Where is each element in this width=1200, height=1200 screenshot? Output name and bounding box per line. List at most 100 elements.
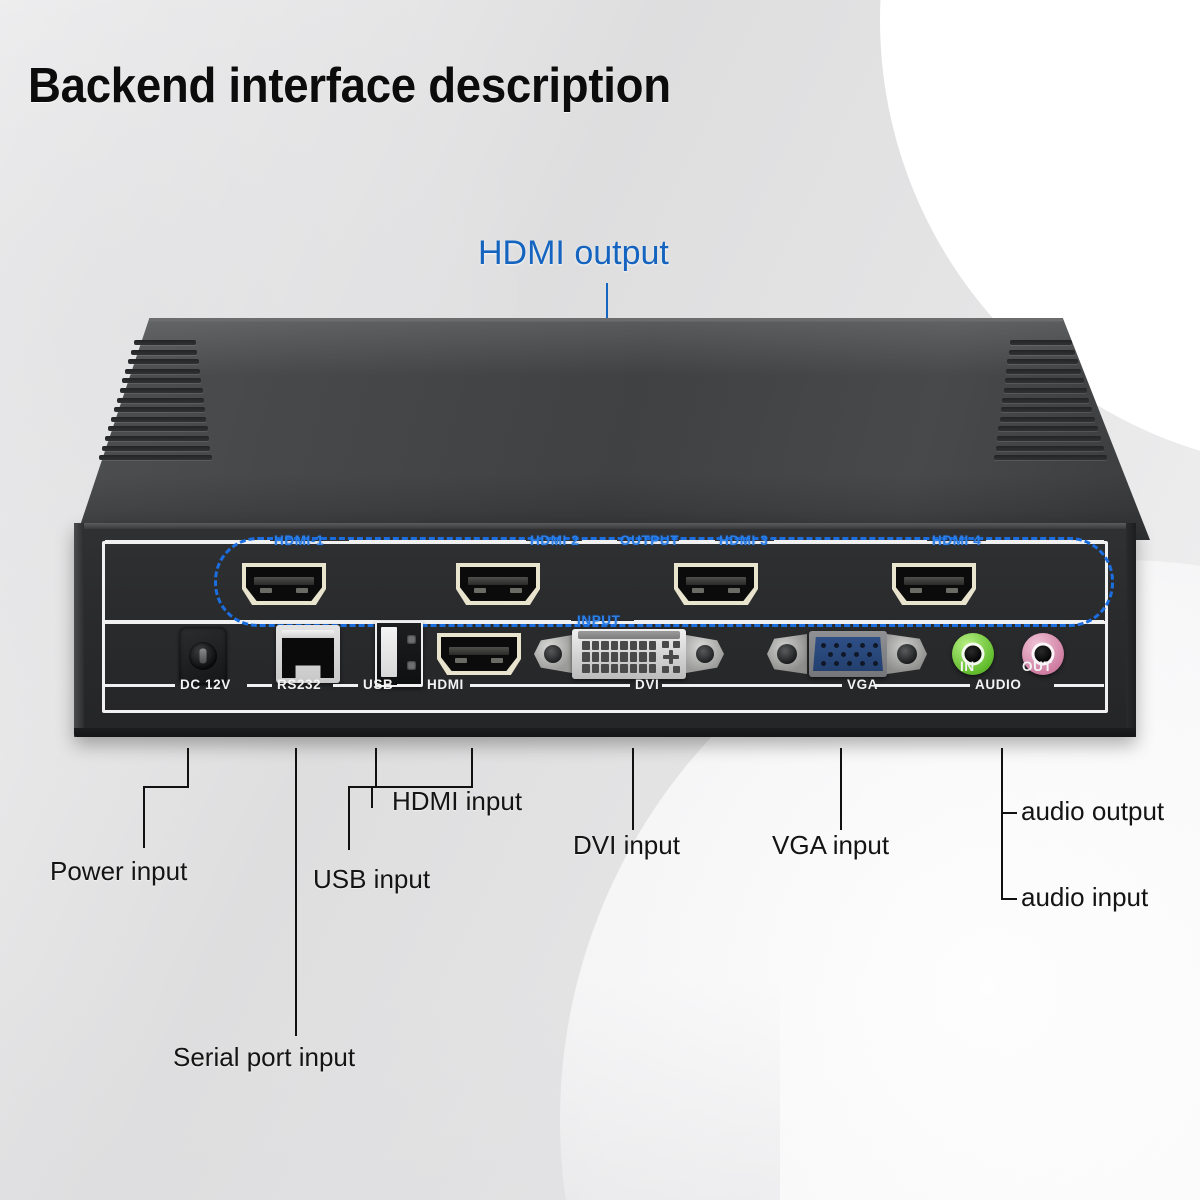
panel-bottom-edge bbox=[74, 728, 1136, 737]
port-label-dvi: DVI bbox=[635, 677, 660, 692]
usb-hole bbox=[407, 635, 416, 644]
barrel-pin bbox=[199, 648, 207, 664]
vga-pin bbox=[860, 643, 865, 648]
port-label-hdmi-3: HDMI 3 bbox=[719, 533, 769, 548]
page-title: Backend interface description bbox=[28, 59, 671, 113]
screw-head bbox=[777, 644, 797, 664]
silk-track-seg bbox=[1054, 684, 1104, 687]
callout-dvi-input: DVI input bbox=[573, 830, 680, 860]
silk-track-seg bbox=[582, 540, 617, 543]
silk-track-seg bbox=[349, 540, 526, 543]
leader-usb-v1 bbox=[375, 748, 377, 786]
port-hdmi-1[interactable] bbox=[242, 563, 326, 605]
usb-blade bbox=[381, 627, 397, 677]
dvi-screw-post-left bbox=[534, 635, 572, 673]
vga-pin bbox=[860, 661, 865, 666]
port-hdmi-input[interactable] bbox=[437, 633, 521, 675]
vent-slot bbox=[116, 397, 204, 403]
dvi-pin bbox=[591, 663, 599, 673]
screw-head bbox=[696, 645, 714, 663]
port-nub bbox=[260, 588, 272, 593]
dvi-pin bbox=[629, 652, 637, 662]
silk-track-seg bbox=[986, 540, 1104, 543]
vga-pin bbox=[834, 661, 839, 666]
callout-vga-input: VGA input bbox=[772, 830, 890, 860]
vga-pin bbox=[834, 643, 839, 648]
dvi-pin bbox=[620, 652, 628, 662]
silk-track-seg bbox=[470, 684, 630, 687]
vent-slot bbox=[110, 416, 207, 422]
callout-serial-port-input: Serial port input bbox=[173, 1042, 356, 1072]
dvi-pin bbox=[639, 641, 647, 651]
port-label-hdmi-2: HDMI 2 bbox=[530, 533, 580, 548]
port-label-hdmi-in: HDMI bbox=[427, 677, 464, 692]
port-audio-in[interactable] bbox=[952, 633, 994, 675]
vent-slot bbox=[1007, 359, 1078, 365]
rear-panel-face: HDMI-1 HDMI 2 OUTPUT HDMI 3 HDMI 4 INPUT bbox=[74, 523, 1136, 737]
dvi-pin bbox=[610, 652, 618, 662]
port-nub bbox=[946, 588, 958, 593]
leader-hdmi-v1 bbox=[471, 748, 473, 786]
port-rs232-rj45[interactable] bbox=[276, 625, 340, 683]
dvi-pin bbox=[582, 663, 590, 673]
port-dvi[interactable] bbox=[534, 629, 724, 679]
dvi-pin bbox=[648, 652, 656, 662]
vent-slot bbox=[994, 455, 1107, 461]
vent-slot bbox=[1010, 340, 1072, 345]
callout-power-input: Power input bbox=[50, 856, 188, 886]
screw-head bbox=[897, 644, 917, 664]
group-label-input: INPUT bbox=[577, 613, 621, 628]
port-nub bbox=[510, 588, 522, 593]
port-hdmi-3[interactable] bbox=[674, 563, 758, 605]
leader-serial-v bbox=[295, 748, 297, 1036]
port-label-audio-group: AUDIO bbox=[975, 677, 1022, 692]
dvi-pin bbox=[639, 663, 647, 673]
vent-slot bbox=[128, 359, 199, 365]
silk-track-seg bbox=[333, 684, 358, 687]
port-label-audio-in: IN bbox=[960, 659, 975, 674]
port-usb-a[interactable] bbox=[375, 621, 423, 687]
silk-track-seg bbox=[679, 540, 715, 543]
port-dc-power[interactable] bbox=[179, 627, 227, 685]
vent-slot bbox=[122, 378, 202, 384]
dvi-pin bbox=[639, 652, 647, 662]
vent-slot bbox=[1006, 368, 1081, 374]
vent-slot bbox=[1000, 407, 1093, 413]
vent-slot bbox=[113, 407, 206, 413]
background-bottom-shade bbox=[0, 980, 780, 1200]
port-label-rs232: RS232 bbox=[277, 677, 322, 692]
port-hdmi-2[interactable] bbox=[456, 563, 540, 605]
port-nub bbox=[455, 658, 467, 663]
vent-slot bbox=[105, 436, 209, 441]
vga-pin bbox=[847, 643, 852, 648]
port-tongue bbox=[254, 577, 314, 585]
leader-dvi-v bbox=[632, 748, 634, 830]
port-nub bbox=[491, 658, 503, 663]
vga-screw-post-right bbox=[887, 634, 927, 674]
port-vga[interactable] bbox=[767, 629, 927, 679]
dvi-pin bbox=[648, 641, 656, 651]
port-hdmi-4[interactable] bbox=[892, 563, 976, 605]
silk-track-seg bbox=[875, 684, 970, 687]
device-chassis: HDMI-1 HDMI 2 OUTPUT HDMI 3 HDMI 4 INPUT bbox=[60, 318, 1150, 748]
port-audio-out[interactable] bbox=[1022, 633, 1064, 675]
silk-track-seg bbox=[634, 620, 1104, 623]
vga-pin bbox=[873, 661, 878, 666]
vent-slot bbox=[997, 436, 1101, 441]
port-label-vga: VGA bbox=[847, 677, 879, 692]
callout-hdmi-input: HDMI input bbox=[392, 786, 523, 816]
leader-vga-v bbox=[840, 748, 842, 830]
vga-pin bbox=[854, 652, 859, 657]
leader-power-v1 bbox=[187, 748, 189, 786]
port-nub bbox=[474, 588, 486, 593]
dvi-shroud bbox=[578, 631, 680, 639]
silk-track-seg bbox=[105, 684, 175, 687]
port-tongue bbox=[449, 647, 509, 655]
dvi-screw-post-right bbox=[686, 635, 724, 673]
dvi-analog-cross-pin bbox=[662, 641, 680, 673]
port-tongue bbox=[904, 577, 964, 585]
silk-track-seg bbox=[105, 540, 270, 543]
port-label-hdmi-1: HDMI-1 bbox=[274, 533, 325, 548]
vga-pin bbox=[841, 652, 846, 657]
vent-slot bbox=[1003, 388, 1087, 393]
